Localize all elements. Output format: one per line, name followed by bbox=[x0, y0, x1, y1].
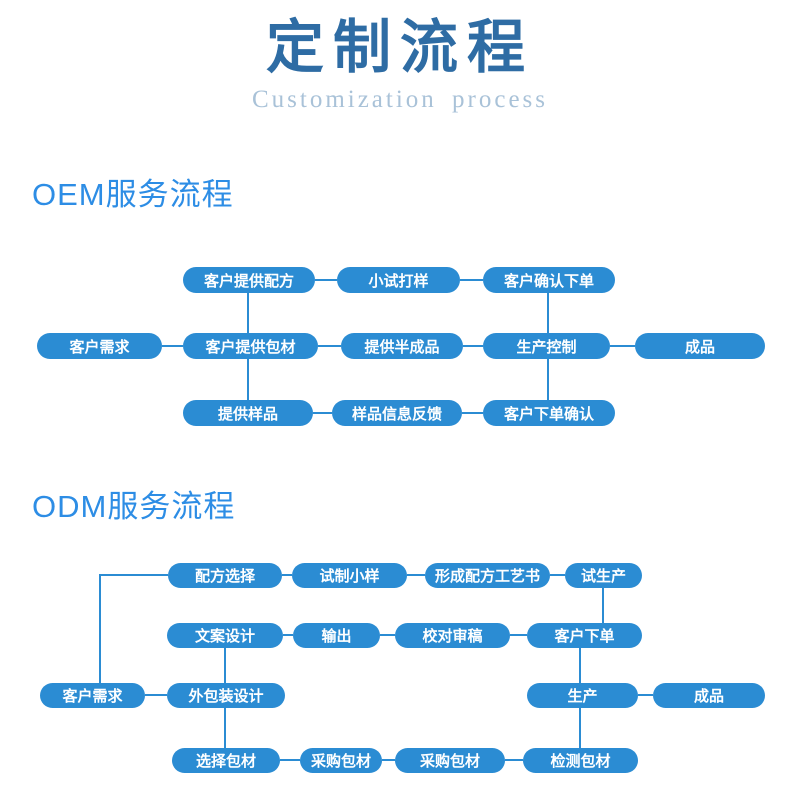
oem-node-customer-provides-packaging: 客户提供包材 bbox=[183, 333, 318, 359]
odm-node-trial-sample: 试制小样 bbox=[292, 563, 407, 588]
odm-connector bbox=[145, 694, 167, 696]
odm-connector bbox=[282, 574, 292, 576]
oem-node-customer-order-confirmation: 客户下单确认 bbox=[483, 400, 615, 426]
oem-connector bbox=[247, 293, 249, 333]
oem-connector bbox=[162, 345, 183, 347]
odm-section-heading: ODM服务流程 bbox=[32, 489, 236, 524]
oem-connector bbox=[547, 293, 549, 333]
page-title: 定制流程 bbox=[265, 15, 534, 80]
odm-node-test-packaging: 检测包材 bbox=[523, 748, 638, 773]
odm-node-purchase-packaging-2: 采购包材 bbox=[395, 748, 505, 773]
odm-node-trial-production: 试生产 bbox=[565, 563, 642, 588]
page-header: 定制流程 Customization process bbox=[0, 0, 800, 114]
oem-node-customer-needs: 客户需求 bbox=[37, 333, 162, 359]
odm-node-purchase-packaging-1: 采购包材 bbox=[300, 748, 382, 773]
odm-node-output: 输出 bbox=[293, 623, 380, 648]
oem-node-provide-sample: 提供样品 bbox=[183, 400, 313, 426]
odm-connector bbox=[283, 634, 293, 636]
odm-node-formula-selection: 配方选择 bbox=[168, 563, 282, 588]
oem-connector bbox=[460, 279, 483, 281]
oem-node-finished-product: 成品 bbox=[635, 333, 765, 359]
oem-connector bbox=[315, 279, 337, 281]
oem-section-heading: OEM服务流程 bbox=[32, 177, 234, 212]
odm-connector bbox=[224, 708, 226, 748]
oem-node-production-control: 生产控制 bbox=[483, 333, 610, 359]
oem-node-sample-info-feedback: 样品信息反馈 bbox=[332, 400, 462, 426]
oem-connector bbox=[547, 359, 549, 400]
oem-connector bbox=[463, 345, 483, 347]
odm-connector bbox=[99, 574, 101, 683]
odm-connector bbox=[505, 759, 523, 761]
odm-connector bbox=[510, 634, 527, 636]
odm-node-customer-places-order: 客户下单 bbox=[527, 623, 642, 648]
odm-connector bbox=[579, 648, 581, 683]
odm-node-formula-process-book: 形成配方工艺书 bbox=[425, 563, 550, 588]
odm-connector bbox=[579, 708, 581, 748]
odm-connector bbox=[380, 634, 395, 636]
odm-node-outer-packaging-design: 外包装设计 bbox=[167, 683, 285, 708]
odm-connector bbox=[407, 574, 425, 576]
odm-connector bbox=[224, 648, 226, 683]
odm-node-proofreading-review: 校对审稿 bbox=[395, 623, 510, 648]
odm-connector bbox=[638, 694, 653, 696]
odm-node-select-packaging: 选择包材 bbox=[172, 748, 280, 773]
oem-connector bbox=[313, 412, 332, 414]
oem-connector bbox=[462, 412, 483, 414]
odm-node-copy-design: 文案设计 bbox=[167, 623, 283, 648]
odm-node-customer-needs: 客户需求 bbox=[40, 683, 145, 708]
odm-node-finished-product: 成品 bbox=[653, 683, 765, 708]
odm-node-production: 生产 bbox=[527, 683, 638, 708]
oem-node-customer-provides-formula: 客户提供配方 bbox=[183, 267, 315, 293]
oem-connector bbox=[247, 359, 249, 400]
odm-connector bbox=[280, 759, 300, 761]
oem-node-provide-semi-finished: 提供半成品 bbox=[341, 333, 463, 359]
page-subtitle: Customization process bbox=[251, 86, 549, 113]
odm-connector bbox=[382, 759, 395, 761]
odm-connector bbox=[602, 588, 604, 623]
odm-connector bbox=[100, 574, 168, 576]
oem-connector bbox=[610, 345, 635, 347]
odm-connector bbox=[550, 574, 565, 576]
oem-node-customer-confirms-order: 客户确认下单 bbox=[483, 267, 615, 293]
oem-node-small-trial-sample: 小试打样 bbox=[337, 267, 460, 293]
oem-connector bbox=[318, 345, 341, 347]
